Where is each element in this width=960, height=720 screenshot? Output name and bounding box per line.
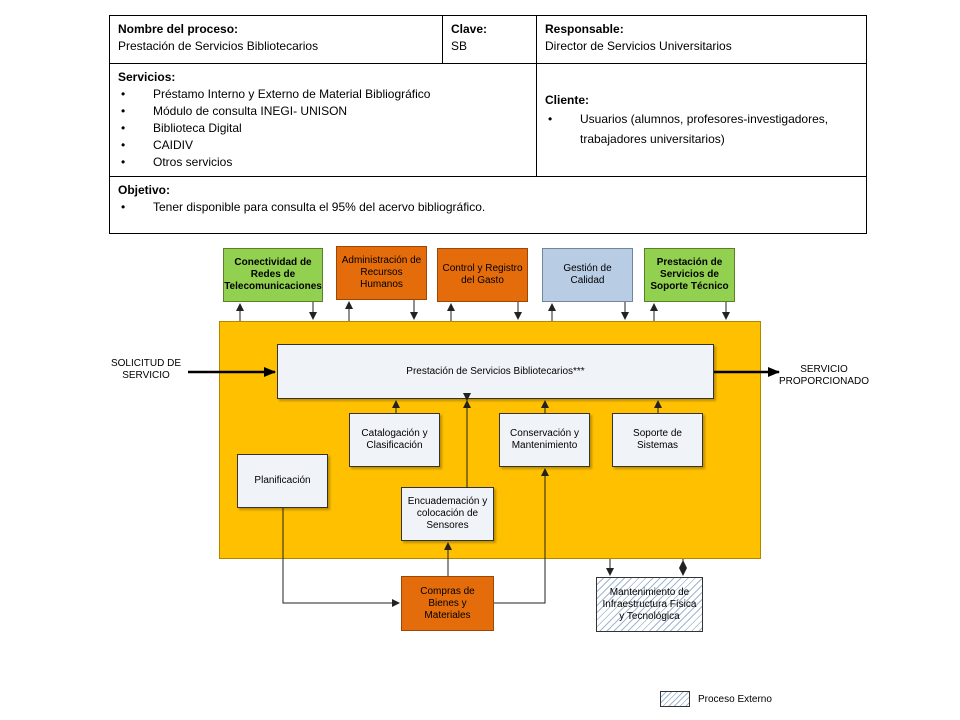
input-label: SOLICITUD DE SERVICIO xyxy=(110,358,181,381)
output-label: SERVICIO PROPORCIONADO xyxy=(778,364,869,387)
gestion-calidad-box: Gestión de Calidad xyxy=(542,248,633,302)
servicio-item: Módulo de consulta INEGI- UNISON xyxy=(118,103,528,120)
nombre-label: Nombre del proceso: xyxy=(118,22,239,36)
cliente-cell: Cliente: Usuarios (alumnos, profesores-i… xyxy=(536,63,867,177)
responsable-cell: Responsable: Director de Servicios Unive… xyxy=(536,15,867,64)
clave-cell: Clave: SB xyxy=(442,15,537,64)
arrow-compras-conservacion xyxy=(494,468,549,604)
soporte-sistemas-box: Soporte de Sistemas xyxy=(612,413,703,467)
servicio-item: Otros servicios xyxy=(118,154,528,171)
objetivo-label: Objetivo: xyxy=(118,183,171,197)
control-gasto-box: Control y Registro del Gasto xyxy=(437,248,528,302)
servicio-item: CAIDIV xyxy=(118,137,528,154)
administracion-box: Administración de Recursos Humanos xyxy=(336,246,427,300)
servicios-list: Préstamo Interno y Externo de Material B… xyxy=(118,86,528,171)
catalogacion-box: Catalogación y Clasificación xyxy=(349,413,440,467)
encuadernacion-box: Encuademación y colocación de Sensores xyxy=(401,487,494,541)
compras-box: Compras de Bienes y Materiales xyxy=(401,576,494,631)
servicio-item: Biblioteca Digital xyxy=(118,120,528,137)
nombre-cell: Nombre del proceso: Prestación de Servic… xyxy=(109,15,443,64)
cliente-list: Usuarios (alumnos, profesores-investigad… xyxy=(545,109,858,149)
process-info-table: Nombre del proceso: Prestación de Servic… xyxy=(109,15,867,234)
clave-value: SB xyxy=(451,39,468,53)
responsable-label: Responsable: xyxy=(545,22,624,36)
responsable-value: Director de Servicios Universitarios xyxy=(545,39,732,53)
conectividad-box: Conectividad de Redes de Telecomunicacio… xyxy=(223,248,323,302)
objetivo-cell: Objetivo: Tener disponible para consulta… xyxy=(109,176,867,234)
legend-swatch xyxy=(660,691,690,707)
servicio-item: Préstamo Interno y Externo de Material B… xyxy=(118,86,528,103)
mantenimiento-box: Mantenimiento de Infraestructura Física … xyxy=(596,577,703,632)
objetivo-item: Tener disponible para consulta el 95% de… xyxy=(118,199,858,216)
clave-label: Clave: xyxy=(451,22,488,36)
planificacion-box: Planificación xyxy=(237,454,328,508)
servicios-label: Servicios: xyxy=(118,70,176,84)
soporte-tecnico-box: Prestación de Servicios de Soporte Técni… xyxy=(644,248,735,302)
cliente-label: Cliente: xyxy=(545,92,590,107)
cliente-item: Usuarios (alumnos, profesores-investigad… xyxy=(545,109,858,149)
objetivo-list: Tener disponible para consulta el 95% de… xyxy=(118,199,858,216)
legend-label: Proceso Externo xyxy=(698,694,772,705)
arrow-planificacion-compras xyxy=(282,508,400,607)
main-process-box: Prestación de Servicios Bibliotecarios**… xyxy=(277,344,714,399)
nombre-value: Prestación de Servicios Bibliotecarios xyxy=(118,39,319,53)
servicios-cell: Servicios: Préstamo Interno y Externo de… xyxy=(109,63,537,177)
conservacion-box: Conservación y Mantenimiento xyxy=(499,413,590,467)
